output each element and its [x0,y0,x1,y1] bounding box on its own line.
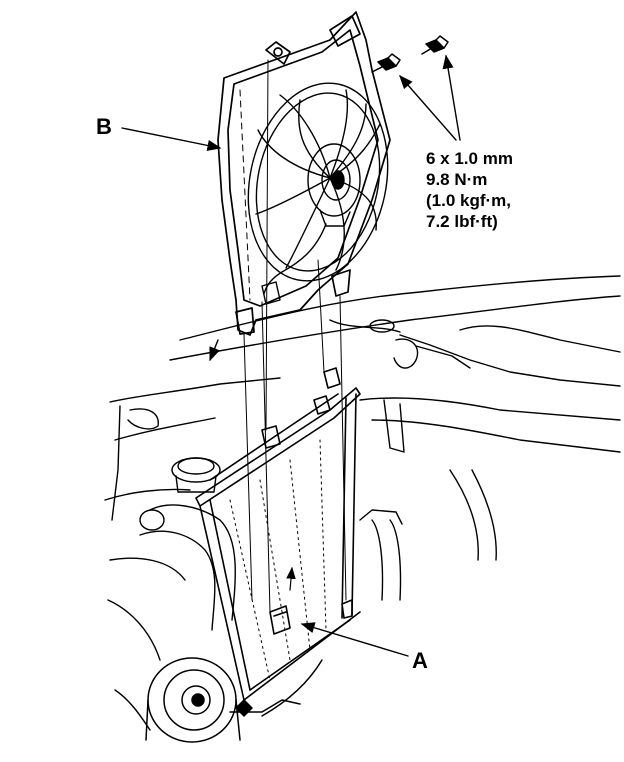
shroud-lower-tab-right [331,269,351,297]
bolt-lower [371,53,401,73]
upper-bracket-left [261,425,281,449]
callout-label-b: B [96,114,112,139]
torque-lbf-text: 7.2 lbf·ft) [426,212,498,231]
fan-shroud [217,11,391,336]
engine-bay-background [104,275,621,731]
fan-assembly [247,82,389,305]
fan-motor [307,143,361,217]
bolt-size-text: 6 x 1.0 mm [426,149,513,168]
shroud-upper-tab-right [329,15,361,47]
torque-nm-text: 9.8 N·m [426,170,488,189]
torque-specification: 6 x 1.0 mm 9.8 N·m (1.0 kgf·m, 7.2 lbf·f… [426,148,513,232]
torque-kgf-text: (1.0 kgf·m, [426,191,512,210]
shroud-lower-tab-left [235,307,255,335]
water-pump-pulley [145,657,323,743]
lower-clip-a [269,605,291,635]
callout-arrows [121,54,461,657]
radiator-core [195,367,361,701]
bolt-upper [421,35,449,55]
upper-bracket-right [313,395,331,415]
fan-motor-connector [261,281,281,305]
mounting-bolts [371,35,449,73]
alignment-lines [243,59,347,613]
callout-label-a: A [412,648,428,673]
shroud-upper-tab-left [265,41,291,65]
